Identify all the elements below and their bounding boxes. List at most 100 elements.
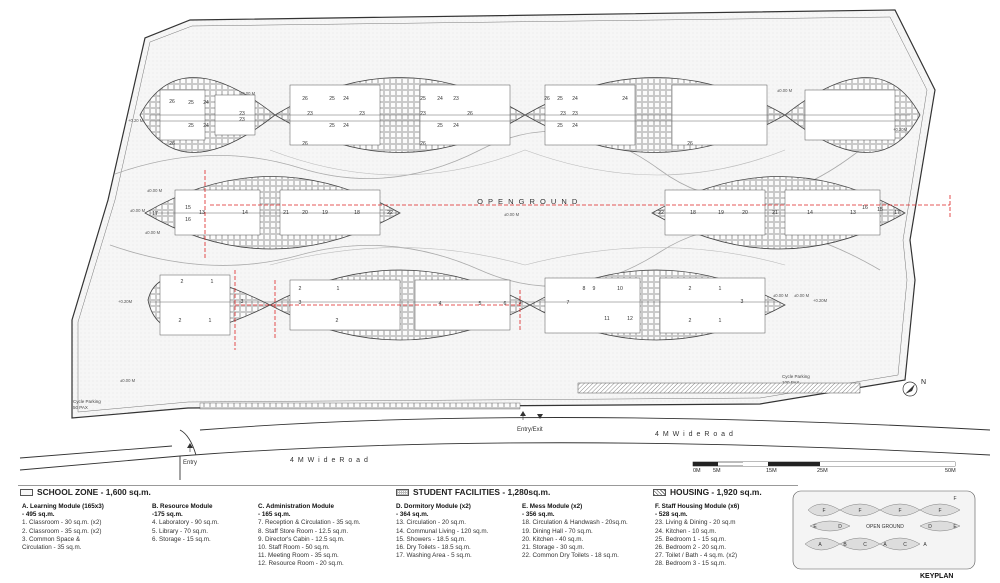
room-number: 24 <box>572 123 578 129</box>
room-number: 26 <box>302 141 308 147</box>
site-boundary-inner <box>77 16 928 413</box>
legend-item: 6. Storage - 15 sq.m. <box>152 535 211 543</box>
legend-administration-module: C. Administration Module - 165 sq.m. 7. … <box>258 503 361 569</box>
room-number: 24 <box>203 123 209 129</box>
room-number: 2 <box>181 279 184 285</box>
keyplan-letter: C <box>863 542 867 548</box>
cycle-parking-left: Cycle Parking 50 PAX <box>73 399 101 410</box>
legend-area: - 528 sq.m. <box>655 511 688 519</box>
legend-area: - 356 sq.m. <box>522 511 555 519</box>
north-arrow: N <box>902 379 926 397</box>
level-marker: +0.20 M <box>128 118 144 123</box>
legend-item: 10. Staff Room - 50 sq.m. <box>258 544 330 552</box>
scale-label: 50M <box>945 468 956 474</box>
room-number: 2 <box>689 318 692 324</box>
room-number: 17 <box>894 210 900 216</box>
room-number: 19 <box>718 210 724 216</box>
legend-item: 16. Dry Toilets - 18.5 sq.m. <box>396 544 471 552</box>
legend-item: 4. Laboratory - 90 sq.m. <box>152 519 219 527</box>
level-marker: ±0.00 M <box>773 293 789 298</box>
legend-mess-module: E. Mess Module (x2) - 356 sq.m. 18. Circ… <box>522 503 628 560</box>
open-ground-label: O P E N G R O U N D <box>477 197 579 206</box>
legend-title: A. Learning Module (165x3) <box>22 503 104 510</box>
legend-dormitory-module: D. Dormitory Module (x2) - 364 sq.m. 13.… <box>396 503 488 560</box>
room-number: 23 <box>453 96 459 102</box>
keyplan-letter: D <box>928 524 932 530</box>
keyplan-letter: F <box>898 508 901 514</box>
scale-label: 5M <box>713 468 721 474</box>
paving-wave <box>269 149 786 176</box>
legend-item: 22. Common Dry Toilets - 18 sq.m. <box>522 552 619 560</box>
legend-item: 8. Staff Store Room - 12.5 sq.m. <box>258 527 349 535</box>
legend-item: 9. Director's Cabin - 12.5 sq.m. <box>258 535 345 543</box>
room-number: 2 <box>179 318 182 324</box>
legend-item: 18. Circulation & Handwash - 20sq.m. <box>522 519 628 527</box>
legend-item: Circulation - 35 sq.m. <box>22 544 82 552</box>
room-number: 24 <box>622 96 628 102</box>
room-number: 13 <box>850 210 856 216</box>
legend-item: 21. Storage - 30 sq.m. <box>522 544 585 552</box>
keyplan-letter: A <box>883 542 887 548</box>
entry-exit-label: Entry/Exit <box>517 427 543 433</box>
level-marker: ±0.00 M <box>147 188 163 193</box>
room-number: 17 <box>152 211 158 217</box>
legend-item: 15. Showers - 18.5 sq.m. <box>396 535 466 543</box>
cycle-parking-strip <box>577 382 861 394</box>
room-number: 19 <box>322 210 328 216</box>
room-number: 2 <box>299 286 302 292</box>
keyplan-letter: F <box>938 508 941 514</box>
room-number: 23 <box>239 117 245 123</box>
scale-label: 15M <box>766 468 777 474</box>
level-marker: ±0.00 M <box>240 91 256 96</box>
cycle-parking-left-label: Cycle Parking <box>73 399 101 404</box>
room-number: 26 <box>687 141 693 147</box>
keyplan-letter: F <box>858 508 861 514</box>
legend-area: - 495 sq.m. <box>22 511 55 519</box>
room-number: 25 <box>420 96 426 102</box>
cycle-parking-right: Cycle Parking 100 PAX <box>782 374 810 385</box>
legend-title: F. Staff Housing Module (x6) <box>655 503 740 510</box>
legend-separator <box>18 485 798 486</box>
legend-item: 28. Bedroom 3 - 15 sq.m. <box>655 560 727 568</box>
housing-title: HOUSING - 1,920 sq.m. <box>670 487 762 497</box>
room-number: 7 <box>567 300 570 306</box>
level-marker: +0.20M <box>893 127 908 132</box>
level-marker: ±0.00 M <box>504 212 520 217</box>
room-number: 25 <box>188 100 194 106</box>
cycle-parking-strip-left <box>199 402 521 410</box>
room-number: 24 <box>203 100 209 106</box>
room-number: 1 <box>337 286 340 292</box>
room-number: 26 <box>420 141 426 147</box>
section-lines <box>204 170 951 350</box>
keyplan-open-ground: OPEN GROUND <box>866 524 904 530</box>
room-number: 21 <box>283 210 289 216</box>
room-number: 18 <box>690 210 696 216</box>
room-number: 26 <box>467 111 473 117</box>
room-number: 11 <box>604 316 609 322</box>
room-number: 21 <box>772 210 778 216</box>
room-number: 3 <box>299 300 302 306</box>
room-number: 5 <box>479 301 482 307</box>
entry-left: Entry <box>183 443 197 466</box>
corridors <box>150 114 910 303</box>
room-number: 25 <box>329 96 335 102</box>
legend-item: 7. Reception & Circulation - 35 sq.m. <box>258 519 361 527</box>
entry-left-label: Entry <box>183 460 197 466</box>
room-number: 22 <box>387 210 393 216</box>
room-number: 8 <box>583 286 586 292</box>
room-number: 6 <box>504 301 507 307</box>
legend-item: 24. Kitchen - 10 sq.m. <box>655 527 717 535</box>
legend-title: C. Administration Module <box>258 503 335 510</box>
legend-area: - 165 sq.m. <box>258 511 291 519</box>
level-marker: ±0.00 M <box>777 88 793 93</box>
legend-title: B. Resource Module <box>152 503 213 510</box>
paving-wave <box>269 247 786 266</box>
keyplan-letter: A <box>818 542 822 548</box>
scale-label: 0M <box>693 468 701 474</box>
room-number: 23 <box>359 111 365 117</box>
room-number: 15 <box>877 207 883 213</box>
legend-item: 20. Kitchen - 40 sq.m. <box>522 535 584 543</box>
room-number: 20 <box>302 210 308 216</box>
room-number: 23 <box>572 111 578 117</box>
room-number: 18 <box>354 210 360 216</box>
